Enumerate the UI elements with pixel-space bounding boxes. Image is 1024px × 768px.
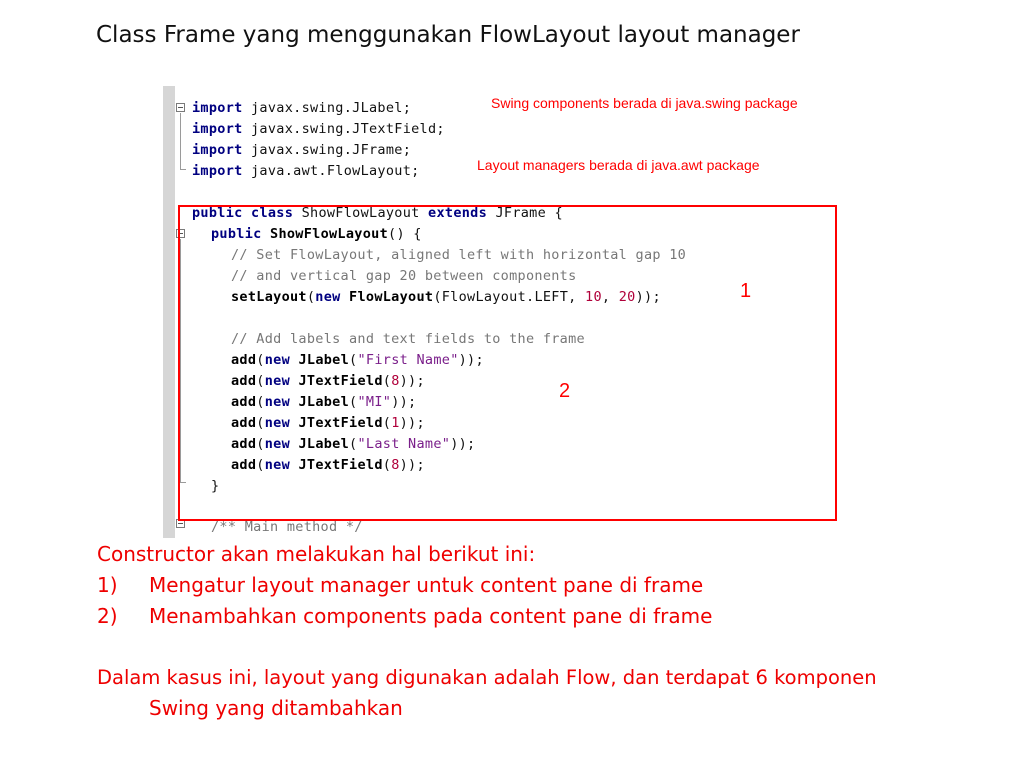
- marker-2: 2: [559, 380, 571, 402]
- marker-1: 1: [740, 280, 752, 302]
- editor-gutter: [163, 86, 175, 538]
- code-line-add: add(new JLabel("First Name"));: [231, 352, 484, 368]
- fold-end-marker: [180, 169, 186, 170]
- fold-collapse-icon: [176, 103, 185, 112]
- code-line-import: import javax.swing.JFrame;: [192, 142, 412, 158]
- explanation-step-2: 2)Menambahkan components pada content pa…: [97, 604, 713, 628]
- code-line-main-comment: /** Main method */: [211, 519, 363, 535]
- code-line-constructor: public ShowFlowLayout() {: [211, 226, 422, 242]
- code-line-import: import java.awt.FlowLayout;: [192, 163, 420, 179]
- code-line-import: import javax.swing.JTextField;: [192, 121, 445, 137]
- code-line-import: import javax.swing.JLabel;: [192, 100, 412, 116]
- code-line-comment: // Add labels and text fields to the fra…: [231, 331, 585, 347]
- code-line-close-brace: }: [211, 478, 220, 494]
- slide-title: Class Frame yang menggunakan FlowLayout …: [96, 22, 800, 48]
- code-line-comment: // and vertical gap 20 between component…: [231, 268, 577, 284]
- explanation-intro: Constructor akan melakukan hal berikut i…: [97, 542, 536, 566]
- fold-end-marker: [180, 482, 186, 483]
- annotation-swing-package: Swing components berada di java.swing pa…: [491, 95, 798, 111]
- annotation-awt-package: Layout managers berada di java.awt packa…: [477, 157, 760, 173]
- code-line-add: add(new JLabel("MI"));: [231, 394, 417, 410]
- explanation-step-1: 1)Mengatur layout manager untuk content …: [97, 573, 704, 597]
- explanation-summary-line2: Swing yang ditambahkan: [149, 696, 403, 720]
- constructor-highlight-box: [178, 205, 837, 521]
- code-line-add: add(new JTextField(1));: [231, 415, 425, 431]
- code-line-add: add(new JLabel("Last Name"));: [231, 436, 476, 452]
- code-screenshot: import javax.swing.JLabel; import javax.…: [163, 86, 843, 538]
- fold-collapse-icon: [176, 229, 185, 238]
- fold-guide-line: [180, 239, 181, 482]
- code-line-add: add(new JTextField(8));: [231, 457, 425, 473]
- code-line-class-decl: public class ShowFlowLayout extends JFra…: [192, 205, 563, 221]
- code-line-add: add(new JTextField(8));: [231, 373, 425, 389]
- explanation-summary-line1: Dalam kasus ini, layout yang digunakan a…: [97, 666, 877, 689]
- fold-guide-line: [180, 113, 181, 169]
- code-line-set-layout: setLayout(new FlowLayout(FlowLayout.LEFT…: [231, 289, 661, 305]
- code-line-comment: // Set FlowLayout, aligned left with hor…: [231, 247, 687, 263]
